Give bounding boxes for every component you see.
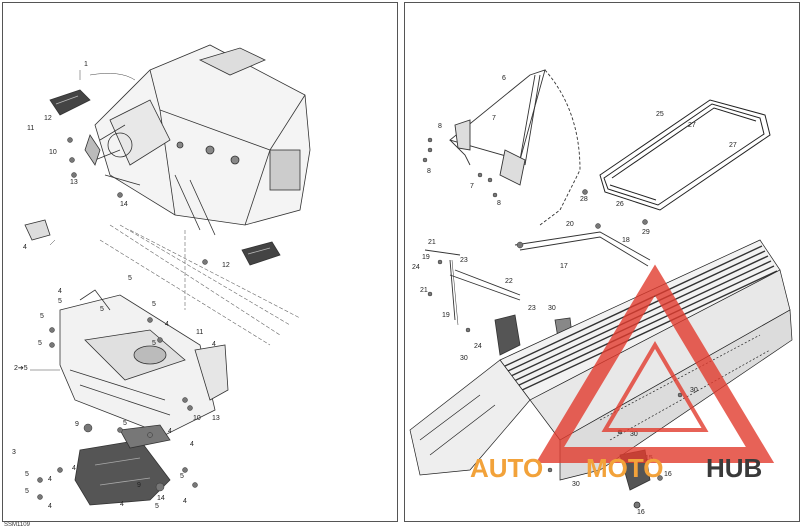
steering-support-assembly	[449, 69, 581, 226]
callout-label: 7	[470, 183, 474, 190]
lower-skid-bracket	[74, 424, 171, 506]
callout-label: 21	[428, 239, 436, 246]
callout-label: 30	[460, 355, 468, 362]
callout-label: 4	[58, 288, 62, 295]
callout-label: 5	[128, 275, 132, 282]
callout-label: 12	[44, 115, 52, 122]
tunnel-rail-25	[599, 99, 771, 211]
callout-label: 5	[152, 340, 156, 347]
watermark-logo	[535, 264, 775, 463]
callout-label: 4	[212, 341, 216, 348]
callout-label: 22	[505, 278, 513, 285]
callout-label: 18	[622, 237, 630, 244]
callout-label: 5	[155, 503, 159, 510]
callout-label: 24	[474, 343, 482, 350]
watermark-text-hub: HUB	[706, 453, 762, 483]
callout-label: 5	[25, 488, 29, 495]
callout-label: 2➔5	[14, 365, 28, 372]
callout-label: 16	[637, 509, 645, 516]
callout-label: 12	[222, 262, 230, 269]
watermark-text-auto: AUTO	[470, 453, 543, 483]
callout-label: 23	[460, 257, 468, 264]
brace-assembly	[424, 231, 651, 326]
callout-label: 27	[729, 142, 737, 149]
fasteners-right	[422, 137, 683, 481]
callout-label: 9	[137, 482, 141, 489]
callout-label: 14	[120, 201, 128, 208]
callout-label: 6	[502, 75, 506, 82]
callout-label: 4	[48, 503, 52, 510]
callout-label: 4	[190, 441, 194, 448]
skid-plate-upper-right	[241, 241, 281, 266]
callout-label: 27	[688, 122, 696, 129]
callout-label: 4	[168, 428, 172, 435]
skid-plate-upper-left	[49, 89, 91, 116]
callout-label: 17	[560, 263, 568, 270]
callout-label: 19	[442, 312, 450, 319]
callout-label: 5	[100, 306, 104, 313]
callout-label: 4	[23, 244, 27, 251]
callout-label: 26	[616, 201, 624, 208]
callout-label: 1	[84, 61, 88, 68]
callout-label: 4	[183, 498, 187, 505]
callout-label: 5	[152, 301, 156, 308]
callout-label: 5	[123, 420, 127, 427]
callout-label: 5	[38, 340, 42, 347]
callout-label: 30	[690, 387, 698, 394]
callout-label: 20	[566, 221, 574, 228]
callout-label: 30	[548, 305, 556, 312]
callout-label: 3	[12, 449, 16, 456]
callout-label: 5	[58, 298, 62, 305]
document-id: SSM1109	[4, 522, 30, 528]
callout-label: 5	[180, 473, 184, 480]
small-bracket-left	[24, 219, 51, 241]
callout-label: 23	[528, 305, 536, 312]
callout-label: 16	[664, 471, 672, 478]
fasteners-left	[37, 137, 208, 500]
callout-label: 4	[48, 476, 52, 483]
callout-label: 8	[497, 200, 501, 207]
callout-label: 24	[412, 264, 420, 271]
callout-label: 5	[25, 471, 29, 478]
callout-label: 8	[438, 123, 442, 130]
callout-label: 14	[157, 495, 165, 502]
callout-label: 9	[75, 421, 79, 428]
callout-label: 8	[427, 168, 431, 175]
callout-label: 29	[642, 229, 650, 236]
watermark-text-moto: MOTO	[586, 453, 664, 483]
callout-label: 30	[630, 431, 638, 438]
lower-frame-assembly	[59, 289, 229, 436]
callout-label: 4	[72, 465, 76, 472]
callout-label: 10	[49, 149, 57, 156]
routing-lines	[99, 224, 301, 346]
callout-label: 13	[70, 179, 78, 186]
callout-label: 10	[193, 415, 201, 422]
callout-label: 7	[492, 115, 496, 122]
callout-label: 25	[656, 111, 664, 118]
callout-label: 5	[40, 313, 44, 320]
callout-label: 28	[580, 196, 588, 203]
callout-label: 4	[120, 501, 124, 508]
watermark-text: AUTO MOTO HUB	[470, 453, 762, 483]
callout-label: 13	[212, 415, 220, 422]
callout-label: 30	[572, 481, 580, 488]
callout-label: 11	[27, 125, 34, 132]
callout-label: 19	[422, 254, 430, 261]
upper-frame-assembly	[84, 44, 311, 236]
callout-label: 11	[196, 329, 203, 336]
leader-lines-left	[30, 70, 136, 371]
callout-label: 4	[165, 321, 169, 328]
callout-label: 21	[420, 287, 428, 294]
